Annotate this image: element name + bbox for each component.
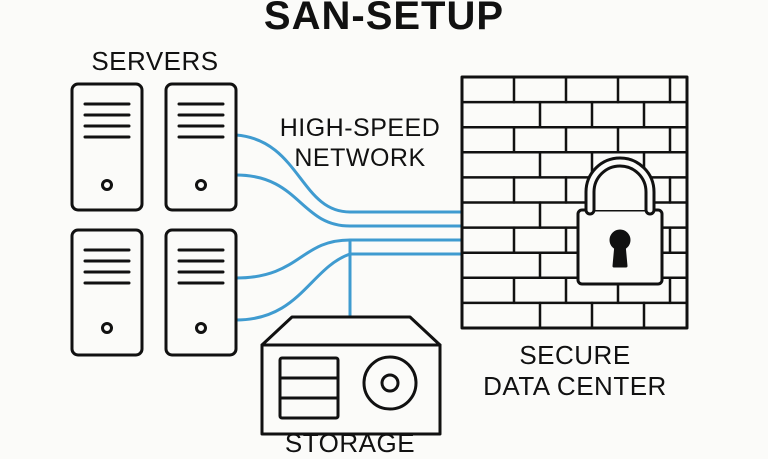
cable-server-2	[234, 173, 464, 228]
servers-label: SERVERS	[91, 46, 219, 76]
datacenter-label-line1: SECURE	[519, 340, 631, 370]
servers-group	[70, 82, 238, 357]
network-label-line1: HIGH-SPEED	[279, 114, 441, 142]
cable-server-3	[234, 238, 464, 280]
disk-icon	[362, 355, 418, 411]
server-tower-icon	[70, 228, 144, 357]
server-tower-icon	[70, 82, 144, 212]
network-label: HIGH-SPEED NETWORK	[270, 113, 450, 173]
server-tower-icon	[164, 82, 238, 212]
server-tower-icon	[164, 228, 238, 357]
storage-device-icon	[260, 315, 442, 436]
diagram-title: SAN-SETUP	[263, 0, 505, 38]
datacenter-label: SECURE DATA CENTER	[450, 340, 700, 402]
network-cables	[234, 133, 464, 322]
cable-server-1	[234, 133, 464, 214]
cable-server-4	[234, 252, 464, 322]
padlock-icon	[576, 156, 664, 286]
datacenter-label-line2: DATA CENTER	[483, 371, 667, 401]
network-label-line2: NETWORK	[294, 144, 426, 172]
